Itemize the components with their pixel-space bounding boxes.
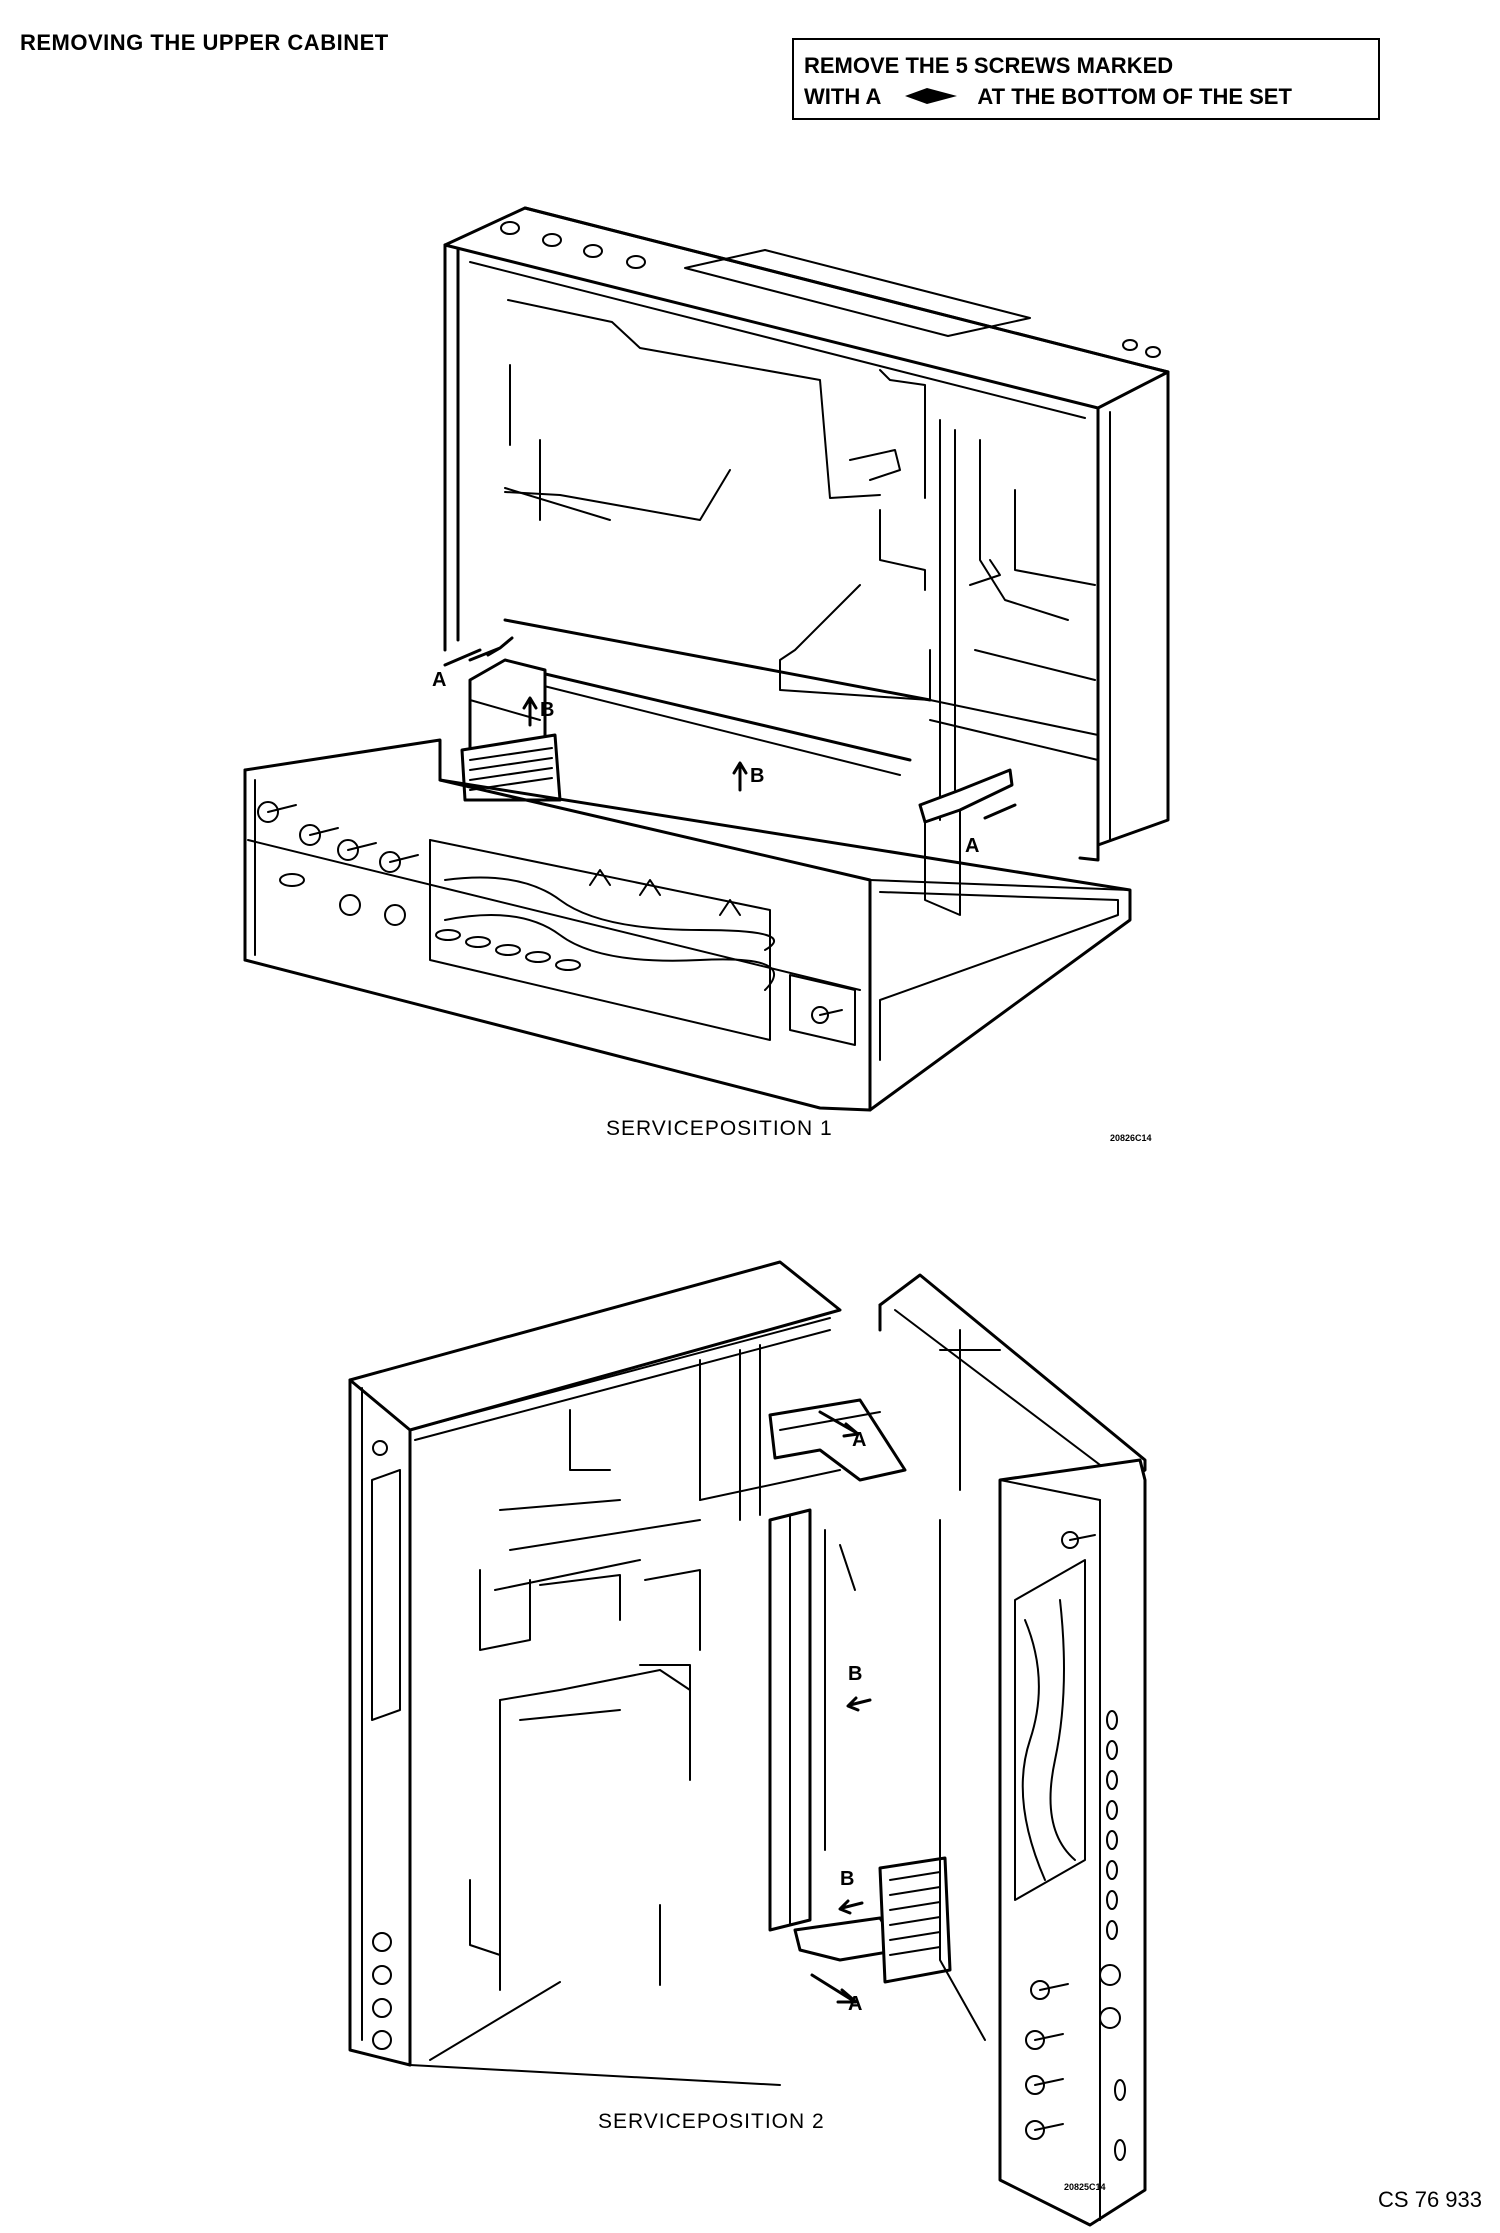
service-position-2-illustration: A A B B — [348, 1260, 1147, 2227]
label-b-upper: B — [540, 699, 554, 721]
figure-code-2: 20825C14 — [1064, 2182, 1106, 2192]
label-a-right: A — [965, 835, 979, 857]
label-a-top: A — [852, 1429, 866, 1451]
label-b-bottom: B — [840, 1868, 854, 1890]
label-a-bottom: A — [848, 1993, 862, 2015]
heatsink-icon-2 — [878, 1856, 952, 1984]
figure-code-1: 20826C14 — [1110, 1133, 1152, 1143]
screw-icons-front — [257, 801, 843, 1024]
screw-notice-box: REMOVE THE 5 SCREWS MARKED WITH A AT THE … — [792, 38, 1380, 120]
label-b-lower: B — [750, 765, 764, 787]
notice-line-2-start: WITH A — [804, 84, 882, 109]
label-a-left: A — [432, 669, 446, 691]
notice-line-2: WITH A AT THE BOTTOM OF THE SET — [804, 81, 1368, 114]
screw-icons-side — [1025, 1531, 1096, 2140]
notice-line-2-end: AT THE BOTTOM OF THE SET — [977, 84, 1292, 109]
notice-line-1: REMOVE THE 5 SCREWS MARKED — [804, 53, 1174, 78]
page-title: REMOVING THE UPPER CABINET — [20, 30, 389, 55]
service-position-1-illustration: A A B B — [243, 206, 1170, 1112]
document-number: CS 76 933 — [1378, 2187, 1482, 2212]
caption-service-position-1: SERVICEPOSITION 1 — [606, 1117, 833, 1140]
caption-service-position-2: SERVICEPOSITION 2 — [598, 2110, 825, 2133]
arrow-marker-icon — [903, 83, 959, 114]
label-b-mid: B — [848, 1663, 862, 1685]
